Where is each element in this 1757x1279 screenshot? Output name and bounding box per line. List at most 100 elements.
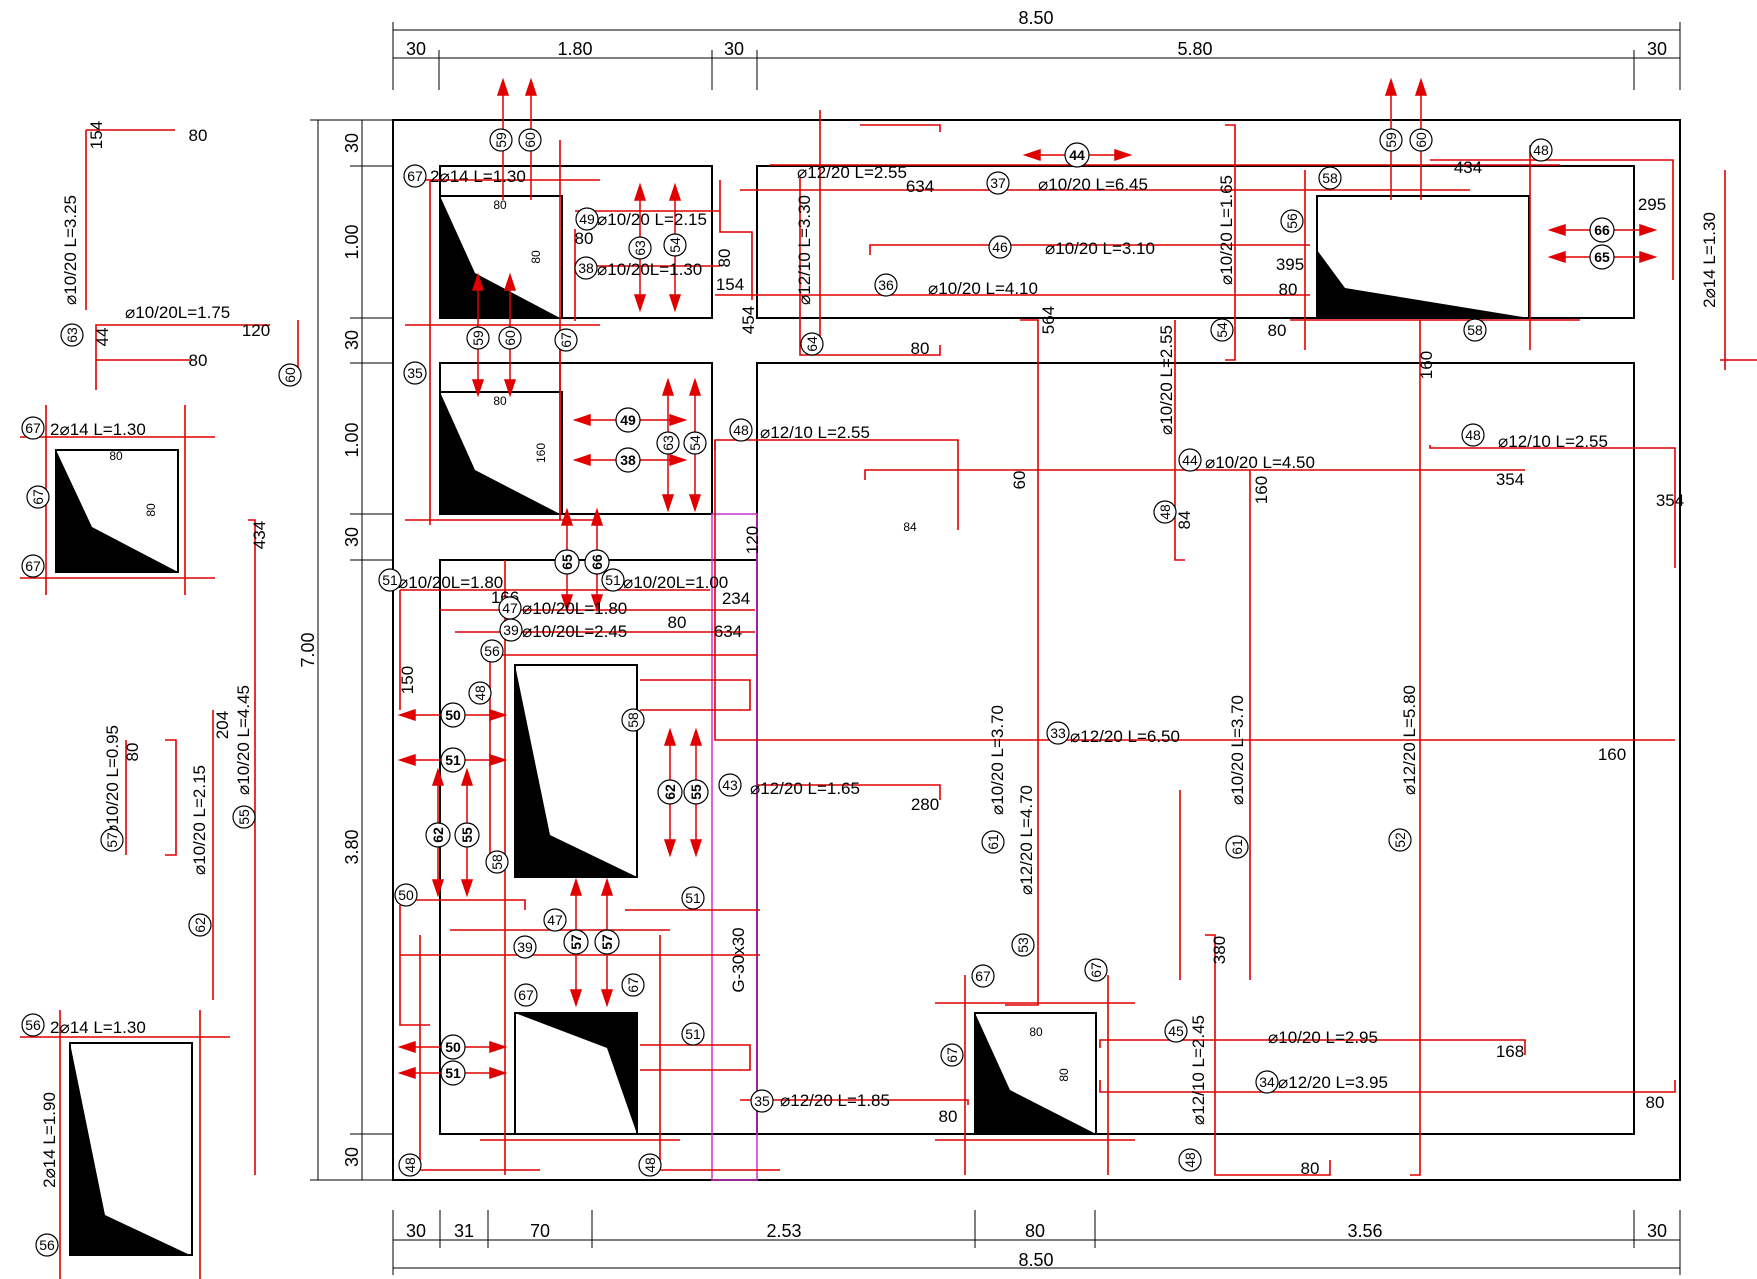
- length-number: 234: [722, 589, 750, 608]
- length-number: 80: [1268, 321, 1287, 340]
- length-number: 634: [714, 622, 742, 641]
- bar-note: ⌀10/20 L=4.50: [1205, 453, 1315, 472]
- bottom-total-dimension: 8.50: [1018, 1250, 1053, 1270]
- left-dim-1: 30: [342, 133, 362, 153]
- bar-mark: 51: [605, 572, 621, 588]
- bar-note: ⌀10/20 L=1.65: [1217, 175, 1236, 285]
- bar-note: ⌀12/20 L=2.55: [797, 163, 907, 182]
- bar-mark: 67: [518, 987, 534, 1003]
- bar-mark: 66: [589, 554, 605, 570]
- bar-mark: 34: [1259, 1074, 1275, 1090]
- bar-mark: 67: [407, 168, 423, 184]
- length-number: 160: [1417, 351, 1436, 379]
- bar-mark: 49: [579, 211, 595, 227]
- bar-mark: 43: [722, 777, 738, 793]
- bar-mark: 48: [642, 1157, 658, 1173]
- top-dim-2: 1.80: [557, 39, 592, 59]
- bar-note: ⌀10/20 L=2.15: [597, 210, 707, 229]
- bar-mark: 48: [402, 1157, 418, 1173]
- bar-note: ⌀12/10 L=2.45: [1189, 1015, 1208, 1125]
- length-number: 150: [398, 666, 417, 694]
- bar-note: ⌀10/20L=1.75: [125, 303, 230, 322]
- bottom-dimension-chain: 30 31 70 2.53 80 3.56 30 8.50: [392, 1210, 1681, 1275]
- bar-mark: 54: [687, 435, 703, 451]
- bottom-dim-1: 30: [406, 1221, 426, 1241]
- bar-mark: 48: [1157, 504, 1173, 520]
- left-dim-3: 30: [342, 330, 362, 350]
- bar-note: 2⌀14 L=1.30: [50, 1018, 146, 1037]
- bar-mark: 62: [192, 917, 208, 933]
- bar-mark: 48: [1182, 1152, 1198, 1168]
- bar-mark: 51: [685, 890, 701, 906]
- top-dim-3: 30: [724, 39, 744, 59]
- bottom-dim-4: 2.53: [766, 1221, 801, 1241]
- bar-mark: 54: [667, 237, 683, 253]
- bar-mark: 57: [568, 934, 584, 950]
- bar-mark: 67: [25, 558, 41, 574]
- bar-mark: 57: [599, 934, 615, 950]
- top-dim-4: 5.80: [1177, 39, 1212, 59]
- bar-mark: 67: [558, 332, 574, 348]
- bar-note: 2⌀14 L=1.30: [1700, 212, 1719, 308]
- bar-mark: 59: [1383, 132, 1399, 148]
- length-number: 80: [109, 449, 123, 463]
- bar-mark: 50: [445, 1039, 461, 1055]
- length-number: 120: [743, 526, 762, 554]
- bar-mark: 48: [472, 685, 488, 701]
- length-number: 80: [715, 249, 734, 268]
- length-number: 80: [144, 503, 158, 517]
- bar-note: ⌀10/20L=1.30: [597, 260, 702, 279]
- length-number: 80: [1301, 1159, 1320, 1178]
- bar-note: ⌀10/20 L=3.70: [988, 705, 1007, 815]
- length-number: 84: [903, 520, 917, 534]
- length-number: 354: [1496, 470, 1524, 489]
- bar-mark: 53: [1015, 937, 1031, 953]
- length-number: 80: [1279, 280, 1298, 299]
- left-dim-2: 1.00: [342, 224, 362, 259]
- bar-mark: 63: [632, 240, 648, 256]
- bar-note: ⌀10/20 L=4.10: [928, 279, 1038, 298]
- bar-mark: 56: [25, 1017, 41, 1033]
- bar-mark: 48: [1533, 142, 1549, 158]
- bar-mark: 37: [990, 175, 1006, 191]
- length-number: 280: [911, 795, 939, 814]
- length-number: 354: [1656, 491, 1684, 510]
- left-total-dimension: 7.00: [298, 632, 318, 667]
- bar-note: ⌀10/20 L=0.95: [103, 725, 122, 835]
- bar-mark: 51: [445, 752, 461, 768]
- bar-mark: 56: [39, 1237, 55, 1253]
- bar-mark: 58: [625, 712, 641, 728]
- bar-mark: 60: [522, 132, 538, 148]
- bar-mark: 58: [1467, 322, 1483, 338]
- bar-note: ⌀12/20 L=1.85: [780, 1091, 890, 1110]
- bar-note: ⌀10/20 L=2.55: [1157, 325, 1176, 435]
- bar-mark: 50: [445, 707, 461, 723]
- length-number: 80: [189, 351, 208, 370]
- bar-mark: 36: [878, 277, 894, 293]
- left-dim-6: 3.80: [342, 829, 362, 864]
- bar-mark-tags: 59 60 67 49 38 63 54 35 59 60 67 49 38 6…: [21, 128, 1615, 1257]
- length-number: 80: [575, 229, 594, 248]
- bottom-dim-7: 30: [1647, 1221, 1667, 1241]
- length-number: 160: [1598, 745, 1626, 764]
- bar-note: 2⌀14 L=1.30: [430, 167, 526, 186]
- bar-note: ⌀10/20 L=3.70: [1228, 695, 1247, 805]
- length-number: 395: [1276, 255, 1304, 274]
- bar-note: 2⌀14 L=1.90: [40, 1092, 59, 1188]
- bar-mark: 49: [620, 412, 636, 428]
- left-dim-7: 30: [342, 1147, 362, 1167]
- bar-note: ⌀10/20L=2.45: [522, 622, 627, 641]
- bar-mark: 67: [25, 420, 41, 436]
- bar-mark: 50: [398, 887, 414, 903]
- length-number: 80: [1029, 1025, 1043, 1039]
- length-numbers: 154 80 44 120 80 80 80 434 204 80 80 80 …: [87, 121, 1684, 1178]
- length-number: 380: [1210, 936, 1229, 964]
- length-number: 204: [213, 711, 232, 739]
- bar-mark: 51: [445, 1065, 461, 1081]
- bar-mark: 48: [733, 422, 749, 438]
- bar-mark: 39: [517, 939, 533, 955]
- length-number: 634: [906, 177, 934, 196]
- bar-mark: 59: [470, 330, 486, 346]
- bar-mark: 46: [992, 239, 1008, 255]
- length-number: 80: [189, 126, 208, 145]
